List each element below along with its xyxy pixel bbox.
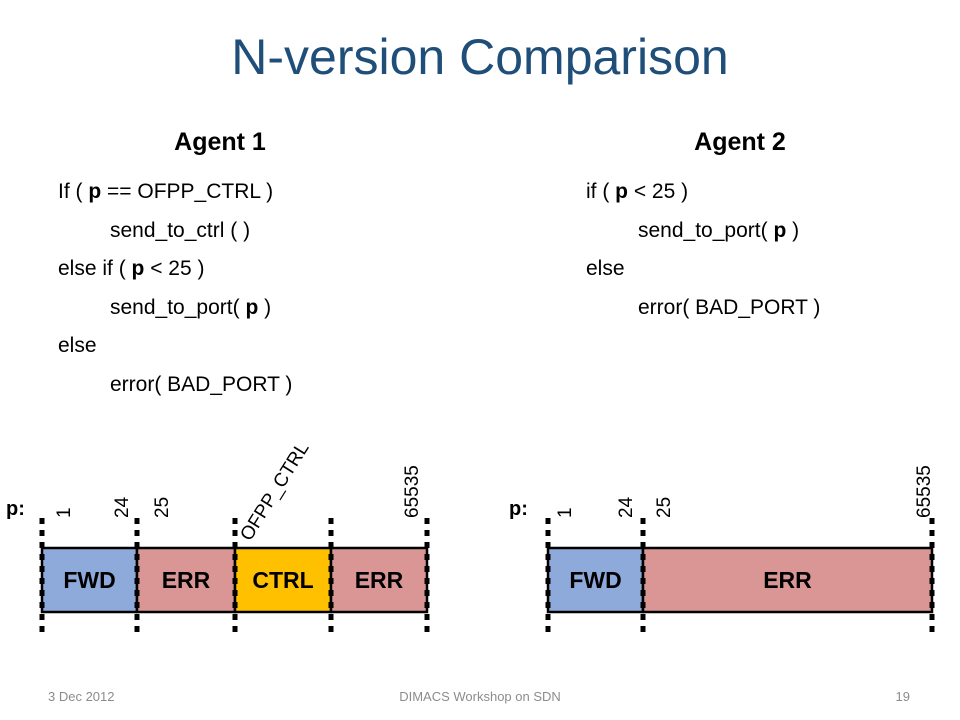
p-axis-label: p: — [6, 498, 25, 520]
slide-title: N-version Comparison — [231, 29, 729, 85]
tick-label: 25 — [152, 497, 173, 518]
agent2-port-diagram: p: FWD ERR 1 24 25 65535 — [509, 465, 935, 635]
segment-label: ERR — [763, 567, 812, 593]
segment-label: CTRL — [252, 567, 313, 593]
agent2-code-line: if ( p < 25 ) — [586, 180, 689, 203]
agent1-heading: Agent 1 — [174, 128, 266, 156]
footer-page-number: 19 — [895, 689, 910, 704]
agent1-port-diagram: p: FWD ERR CTRL ERR 1 24 25 OFPP_CTRL 65535 — [6, 439, 430, 635]
agent1-code-line: else if ( p < 25 ) — [58, 257, 205, 280]
segment-err — [329, 546, 429, 614]
agent2-code-line: else — [586, 257, 625, 280]
agent1-code-line: send_to_port( p ) — [110, 295, 272, 319]
agent2-code-line: send_to_port( p ) — [638, 218, 800, 242]
segment-err — [641, 546, 934, 614]
tick-label: 24 — [616, 496, 637, 518]
agent1-code-line: send_to_ctrl ( ) — [110, 218, 251, 242]
tick-label: 24 — [112, 496, 133, 518]
segment-label: ERR — [162, 567, 211, 593]
p-axis-label: p: — [509, 498, 528, 520]
agent1-code-line: If ( p == OFPP_CTRL ) — [58, 180, 274, 203]
agent2-heading: Agent 2 — [694, 128, 786, 156]
tick-label: OFPP_CTRL — [236, 439, 313, 545]
tick-label: 25 — [654, 497, 675, 518]
segment-label: ERR — [355, 567, 404, 593]
segment-label: FWD — [569, 567, 621, 593]
tick-label: 1 — [54, 507, 75, 518]
tick-label: 65535 — [402, 465, 423, 518]
agent1-code-line: else — [58, 334, 97, 357]
agent2-code-line: error( BAD_PORT ) — [638, 295, 821, 319]
segment-label: FWD — [63, 567, 115, 593]
agent1-code-line: error( BAD_PORT ) — [110, 372, 293, 396]
footer-title: DIMACS Workshop on SDN — [399, 689, 561, 704]
segment-fwd — [40, 546, 139, 614]
tick-label: 1 — [555, 507, 576, 518]
tick-label: 65535 — [914, 465, 935, 518]
footer-date: 3 Dec 2012 — [48, 689, 115, 704]
